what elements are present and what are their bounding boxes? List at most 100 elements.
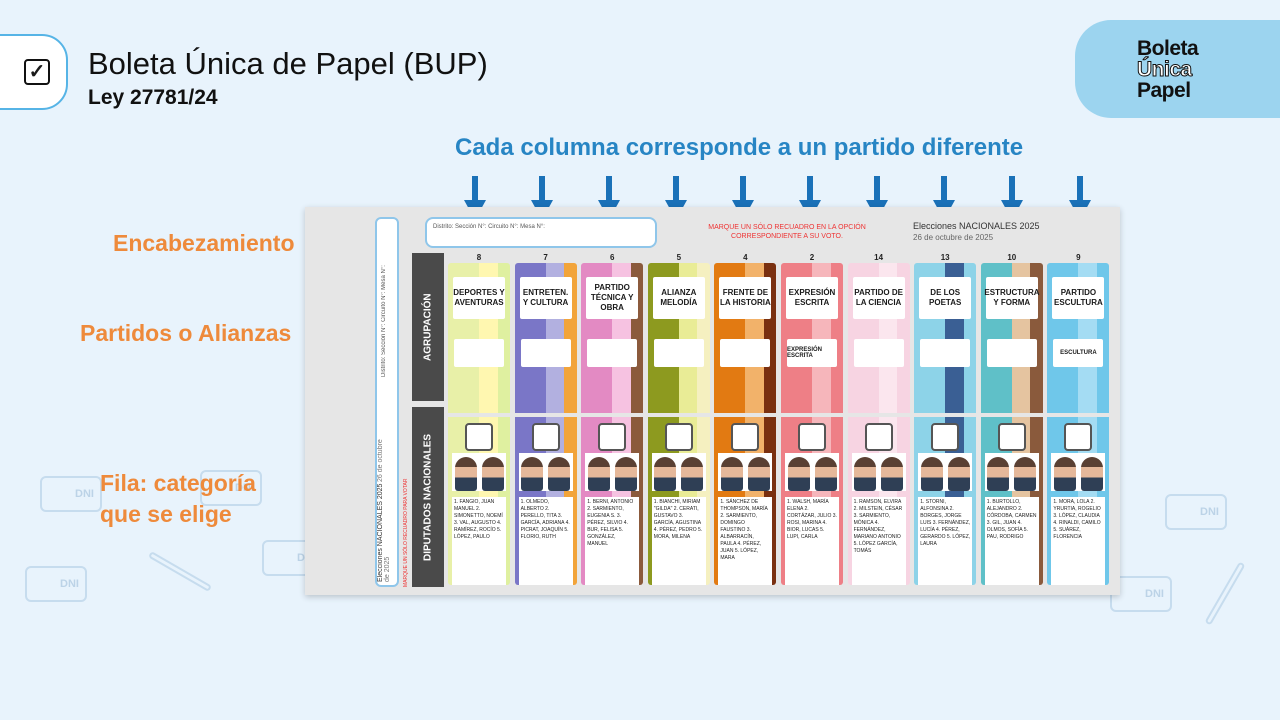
id-card-decoration: DNI [25,566,87,602]
vote-checkbox[interactable] [1064,423,1093,451]
vote-checkbox[interactable] [997,423,1026,451]
vote-checkbox[interactable] [731,423,760,451]
party-number: 2 [809,253,815,262]
candidate-photos [651,453,706,491]
page-title: Boleta Única de Papel (BUP) [88,46,488,81]
party-column-body: PARTIDO TÉCNICA Y OBRA 1. BERNI, ANTONIO … [581,263,644,585]
party-logo [720,339,771,367]
logo-line-1: Boleta [1137,37,1199,60]
vote-checkbox[interactable] [465,423,493,451]
party-column-body: ALIANZA MELODÍA 1. BIANCHI, MIRIAM "GILDA… [647,263,710,585]
sidebar-fields: Distrito: Sección N°: Circuito N°: Mesa … [381,265,387,377]
vote-checkbox[interactable] [931,423,960,451]
party-name: EXPRESIÓN ESCRITA [786,277,838,319]
ballot-warning-line1: MARQUE UN SÓLO RECUADRO EN LA OPCIÓN [708,224,866,231]
party-number: 8 [476,253,482,262]
candidate-photos [518,453,573,491]
law-subtitle: Ley 27781/24 [88,86,218,109]
party-name: DE LOS POETAS [919,277,972,319]
checkbox-icon: ✓ [24,59,50,85]
party-name: PARTIDO ESCULTURA [1052,277,1105,319]
party-name: PARTIDO DE LA CIENCIA [852,277,905,319]
party-logo [454,339,504,367]
ballot-warning: MARQUE UN SÓLO RECUADRO EN LA OPCIÓN COR… [687,223,887,241]
pen-decoration [1204,561,1246,626]
candidate-list: 1. BIANCHI, MIRIAM "GILDA" 2. CERATI, GU… [651,497,706,585]
party-logo [587,339,638,367]
label-fila: Fila: categoría que se elige [100,468,256,530]
party-number: 5 [676,253,682,262]
candidate-list: 1. BERNI, ANTONIO 2. SARMIENTO, EUGENIA … [585,497,640,585]
sidebar-caption-text: Elecciones NACIONALES 2025 [377,483,384,582]
party-column-body: ENTRETEN. Y CULTURA 1. OLMEDO, ALBERTO 2.… [514,263,577,585]
candidate-list: 1. MORA, LOLA 2. YRURTIA, ROGELIO 3. LÓP… [1051,497,1106,585]
party-name: ALIANZA MELODÍA [652,277,705,319]
party-number: 9 [1076,253,1081,262]
ballot-image: Distrito: Sección N°: Circuito N°: Mesa … [305,207,1120,595]
headline: Cada columna corresponde a un partido di… [455,134,1024,161]
vote-checkbox[interactable] [531,423,560,451]
party-number: 13 [940,253,950,262]
id-card-decoration: DNI [200,470,262,506]
party-column-body: DEPORTES Y AVENTURAS 1. FANGIO, JUAN MANU… [448,263,510,585]
candidate-photos [1051,453,1106,491]
party-logo [653,339,704,367]
candidate-photos [585,453,640,491]
candidate-photos [851,453,906,491]
vote-checkbox[interactable] [798,423,826,451]
party-logo [853,339,904,367]
candidate-photos [984,453,1039,491]
party-column-body: DE LOS POETAS 1. STORNI, ALFONSINA 2. BOR… [914,263,977,585]
vote-checkbox[interactable] [598,423,627,451]
party-name: PARTIDO TÉCNICA Y OBRA [586,277,639,319]
candidate-photos [452,453,506,491]
id-card-decoration: DNI [1165,494,1227,530]
vote-checkbox[interactable] [664,423,693,451]
candidate-photos [718,453,773,491]
row-hint: MARQUE UN SÓLO RECUADRO PARA VOTAR [403,478,409,587]
ballot-header-fields: Distrito: Sección N°: Circuito N°: Mesa … [425,217,657,248]
party-number: 6 [609,253,615,262]
bup-logo: Boleta Única Papel [1075,20,1280,118]
logo-line-3: Papel [1137,79,1191,102]
party-number: 4 [743,253,748,262]
party-logo [520,339,571,367]
label-fila-line2: que se elige [100,501,232,527]
label-encabezamiento: Encabezamiento [113,230,295,256]
ballot-election-title: Elecciones NACIONALES 2025 26 de octubre… [913,221,1040,243]
pen-decoration [147,550,213,593]
party-name: FRENTE DE LA HISTORIA [719,277,772,319]
row-label-diputados: DIPUTADOS NACIONALES [412,407,444,587]
candidate-list: 1. WALSH, MARÍA ELENA 2. CORTÁZAR, JULIO… [785,497,839,585]
party-name: ENTRETEN. Y CULTURA [519,277,572,319]
party-number: 14 [874,253,884,262]
party-name: ESTRUCTURA Y FORMA [984,277,1040,319]
party-name: DEPORTES Y AVENTURAS [453,277,505,319]
candidate-list: 1. FANGIO, JUAN MANUEL 2. SIMONETTO, NOE… [452,497,506,585]
id-card-decoration: DNI [40,476,102,512]
party-number: 7 [543,253,548,262]
ballot-sidebar: Distrito: Sección N°: Circuito N°: Mesa … [375,217,399,587]
party-column: 13 DE LOS POETAS 1. STORNI, ALFONSINA 2. B… [914,253,977,587]
candidate-list: 1. OLMEDO, ALBERTO 2. PERELLO, TITA 3. G… [518,497,573,585]
sidebar-caption: Elecciones NACIONALES 2025 26 de octubre… [377,432,391,582]
logo-line-2: Única [1136,58,1192,81]
vote-checkbox[interactable] [864,423,893,451]
party-number: 10 [1007,253,1017,262]
ballot-warning-line2: CORRESPONDIENTE A SU VOTO. [731,233,843,240]
party-logo [986,339,1037,367]
candidate-list: 1. STORNI, ALFONSINA 2. BORGES, JORGE LU… [918,497,973,585]
party-logo [920,339,971,367]
label-fila-line1: Fila: categoría [100,470,256,496]
